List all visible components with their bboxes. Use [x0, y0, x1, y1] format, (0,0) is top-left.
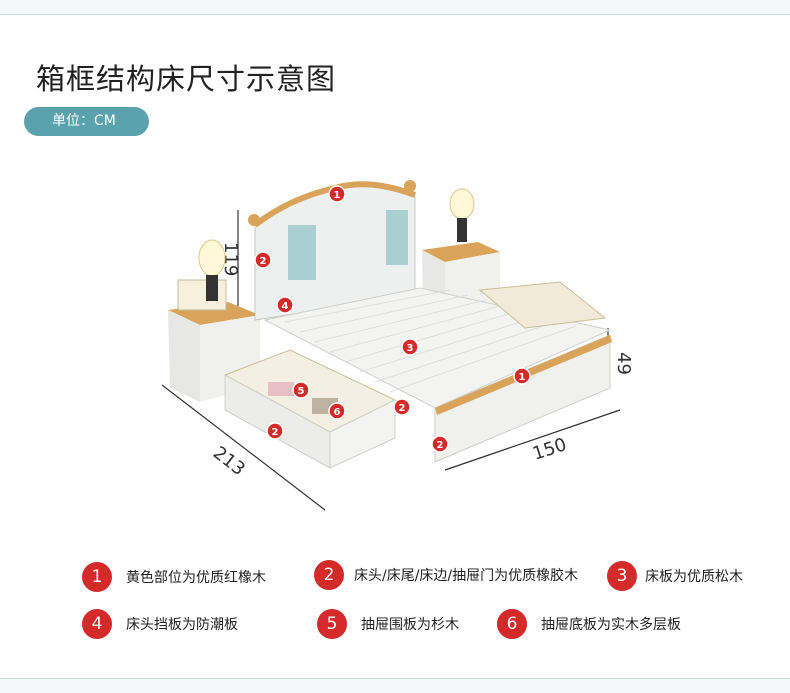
- svg-text:5: 5: [298, 386, 305, 397]
- height-label: 119: [220, 242, 241, 276]
- legend-item-1: 1 黄色部位为优质红橡木: [82, 562, 266, 592]
- left-lamp: [198, 239, 226, 301]
- legend-number: 3: [607, 561, 637, 591]
- legend-text: 床板为优质松木: [645, 569, 743, 585]
- legend-text: 床头/床尾/床边/抽屉门为优质橡胶木: [354, 568, 579, 584]
- bottom-border: [0, 678, 790, 693]
- legend-number: 5: [317, 609, 347, 639]
- side-height-label: 49: [613, 352, 634, 375]
- svg-text:2: 2: [260, 256, 267, 267]
- svg-text:4: 4: [282, 301, 289, 312]
- legend-number: 2: [314, 560, 344, 590]
- legend-item-2: 2 床头/床尾/床边/抽屉门为优质橡胶木: [314, 560, 578, 590]
- svg-text:1: 1: [334, 190, 341, 201]
- svg-text:6: 6: [334, 407, 341, 418]
- right-lamp: [449, 188, 475, 242]
- marker-4-panel: 4: [276, 296, 294, 314]
- legend-number: 4: [82, 609, 112, 639]
- legend-item-6: 6 抽屉底板为实木多层板: [497, 609, 681, 639]
- unit-badge: 单位：CM: [24, 107, 149, 136]
- page-title: 箱框结构床尺寸示意图: [36, 62, 337, 96]
- svg-text:2: 2: [399, 403, 406, 414]
- bed-diagram: 119 213 150 49: [161, 180, 634, 511]
- legend-text: 抽屉围板为杉木: [361, 617, 459, 633]
- part-markers: 1 2 4 3 1 5 6 2 2 2: [254, 185, 531, 453]
- marker-2-headboard: 2: [254, 251, 272, 269]
- marker-1-footrail: 1: [513, 367, 531, 385]
- legend-item-4: 4 床头挡板为防潮板: [82, 609, 238, 639]
- legend-text: 抽屉底板为实木多层板: [541, 617, 681, 633]
- legend-text: 黄色部位为优质红橡木: [126, 570, 266, 586]
- legend-number: 1: [82, 562, 112, 592]
- top-border: [0, 0, 790, 15]
- marker-2-drawer-front: 2: [266, 422, 284, 440]
- marker-1-headboard: 1: [328, 185, 346, 203]
- svg-text:2: 2: [272, 427, 279, 438]
- materials-legend: 1 黄色部位为优质红橡木 2 床头/床尾/床边/抽屉门为优质橡胶木 3 床板为优…: [0, 555, 790, 665]
- marker-3-slats: 3: [401, 338, 419, 356]
- legend-text: 床头挡板为防潮板: [126, 617, 238, 633]
- drawers: [223, 349, 397, 469]
- length-label: 213: [209, 442, 249, 480]
- marker-2-leg: 2: [431, 435, 449, 453]
- marker-5-drawer: 5: [292, 381, 310, 399]
- marker-2-drawer-side: 2: [393, 398, 411, 416]
- legend-number: 6: [497, 609, 527, 639]
- svg-text:1: 1: [519, 372, 526, 383]
- legend-item-3: 3 床板为优质松木: [607, 561, 743, 591]
- legend-item-5: 5 抽屉围板为杉木: [317, 609, 459, 639]
- marker-6-drawer: 6: [328, 402, 346, 420]
- svg-text:3: 3: [407, 343, 414, 354]
- svg-text:2: 2: [437, 440, 444, 451]
